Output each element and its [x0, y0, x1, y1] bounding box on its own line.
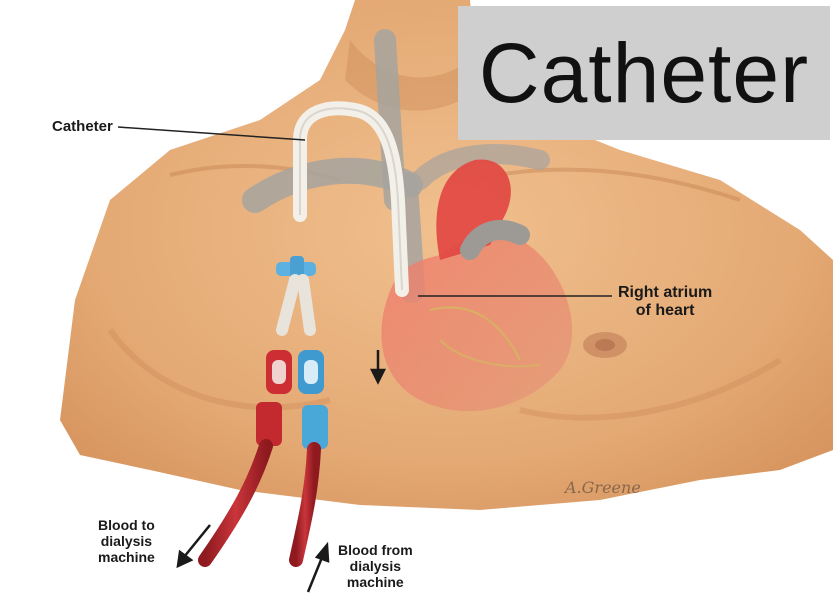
title-box: Catheter: [458, 6, 830, 140]
blood-to-machine-label: Blood to dialysis machine: [98, 517, 155, 565]
blood-from-machine-label: Blood from dialysis machine: [338, 542, 413, 590]
artist-signature: A.Greene: [565, 478, 641, 497]
red-connector: [256, 402, 282, 446]
page-title: Catheter: [458, 6, 830, 140]
catheter-label: Catheter: [52, 118, 113, 135]
arrow-from-machine-icon: [308, 545, 328, 592]
right-atrium-label: Right atrium of heart: [618, 284, 712, 321]
